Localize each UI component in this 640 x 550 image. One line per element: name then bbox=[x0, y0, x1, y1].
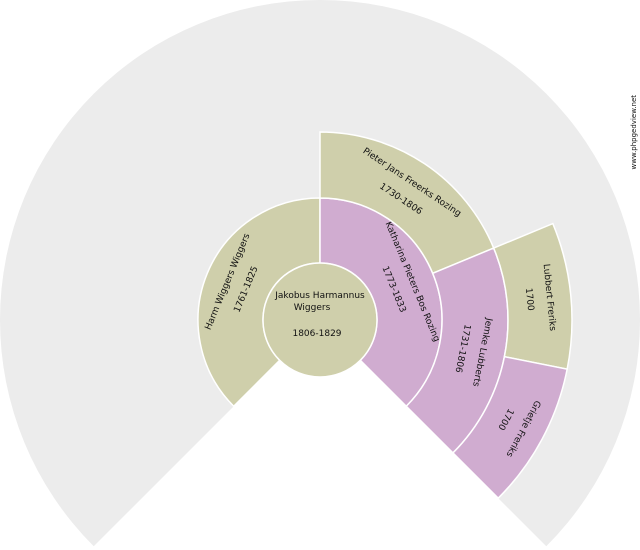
person-box-mother-mother-mother[interactable] bbox=[451, 355, 569, 500]
root-name-line[interactable]: Wiggers bbox=[294, 303, 331, 313]
person-box-root[interactable] bbox=[262, 262, 378, 378]
root-dates: 1806-1829 bbox=[292, 329, 341, 339]
person-dates: 1700 bbox=[523, 288, 535, 312]
root-name-line[interactable]: Jakobus Harmannus bbox=[274, 291, 365, 301]
watermark: www.phpgedview.net bbox=[630, 95, 638, 170]
